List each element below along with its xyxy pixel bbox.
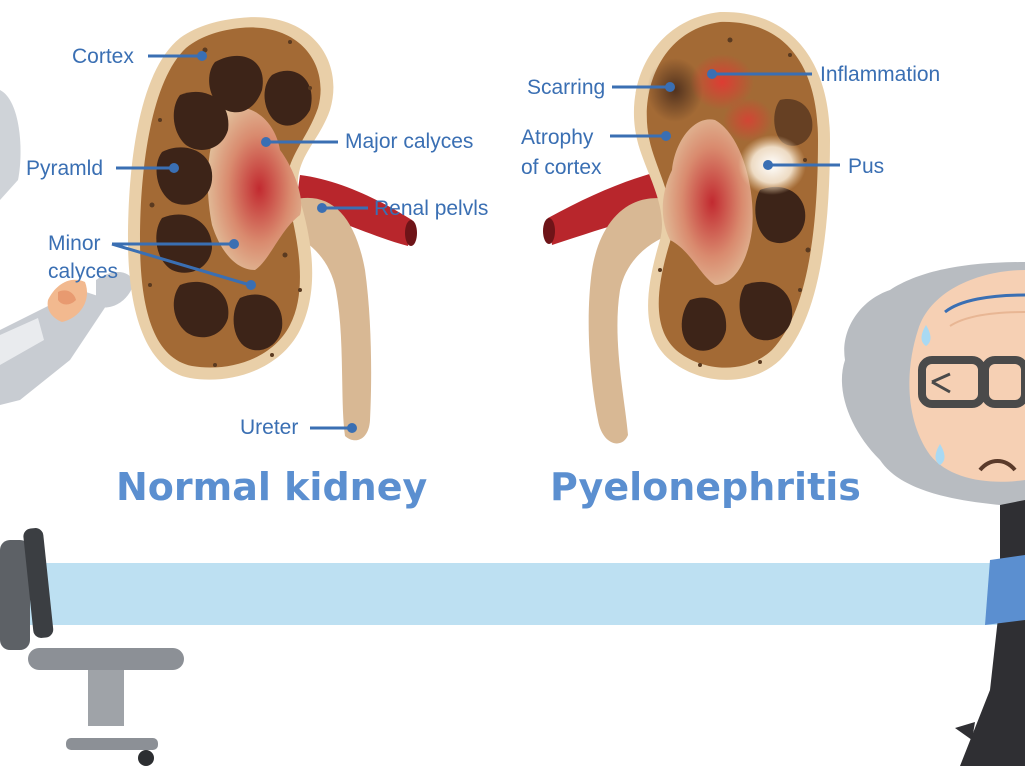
label-atrophy-line1: Atrophy: [521, 126, 594, 149]
title-normal-kidney: Normal kidney: [116, 465, 427, 509]
label-major-calyces: Major calyces: [345, 130, 473, 153]
label-cortex: Cortex: [72, 45, 134, 68]
elderly-patient-illustration: [842, 262, 1025, 766]
label-scarring: Scarring: [527, 76, 605, 99]
label-minor-calyces-line2: calyces: [48, 260, 118, 283]
label-minor-calyces-line1: Minor: [48, 232, 101, 255]
label-inflammation: Inflammation: [820, 63, 940, 86]
label-pus: Pus: [848, 155, 884, 178]
label-renal-pelvis: Renal pelvls: [374, 197, 488, 220]
title-pyelonephritis: Pyelonephritis: [550, 465, 861, 509]
inflammation-area-2: [723, 98, 773, 142]
normal-kidney: [128, 17, 417, 440]
label-atrophy-line2: of cortex: [521, 156, 602, 179]
label-pyramid: Pyramld: [26, 157, 103, 180]
label-ureter: Ureter: [240, 416, 298, 439]
desk: [0, 563, 1025, 625]
